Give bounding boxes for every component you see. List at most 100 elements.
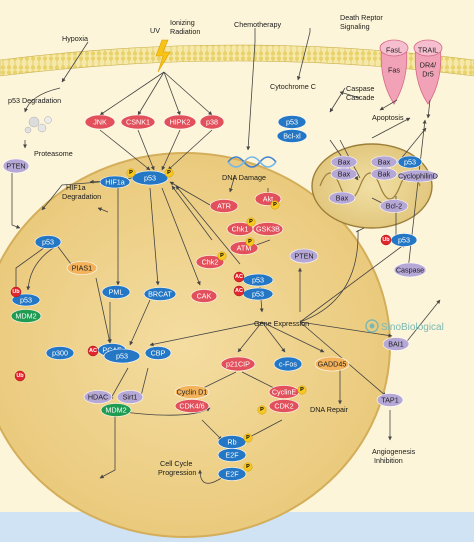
svg-text:AC: AC bbox=[235, 274, 243, 280]
svg-text:P: P bbox=[248, 239, 252, 245]
ionizing-label: Ionizing bbox=[170, 18, 195, 27]
node-label: Caspase bbox=[396, 266, 424, 275]
phospho-marker: P bbox=[126, 168, 136, 178]
node-gsk3b: GSK3B bbox=[252, 222, 284, 236]
node-shape bbox=[34, 235, 62, 249]
node-shape bbox=[277, 115, 307, 129]
phospho-marker: P bbox=[164, 168, 174, 178]
node-hif1a: HIF1a bbox=[99, 175, 131, 189]
svg-text:Ub: Ub bbox=[382, 237, 390, 243]
node-shape bbox=[289, 248, 319, 264]
node-label: p53 bbox=[144, 174, 156, 183]
node-shape bbox=[397, 155, 423, 169]
node-label: CDK4/6 bbox=[179, 402, 204, 411]
uv-label: UV bbox=[150, 26, 160, 35]
node-cbp: CBP bbox=[144, 346, 172, 360]
node-label: Bcl-2 bbox=[386, 202, 402, 211]
angiogenesis-label-2: Inhibition bbox=[374, 456, 403, 465]
node-shape bbox=[397, 169, 439, 183]
dna-repair-label: DNA Repair bbox=[310, 405, 349, 414]
node-label: BRCAT bbox=[148, 290, 172, 299]
node-chk2: Chk2 bbox=[195, 255, 225, 269]
node-label: CBP bbox=[151, 349, 166, 358]
node-p38: p38 bbox=[199, 114, 225, 130]
node-label: p53 bbox=[286, 118, 298, 127]
death-receptor-fas bbox=[379, 39, 409, 105]
node-label: ATM bbox=[237, 244, 252, 253]
node-shape bbox=[174, 385, 210, 399]
node-label: Bax bbox=[338, 170, 351, 179]
node-shape bbox=[195, 255, 225, 269]
node-pml: PML bbox=[101, 285, 131, 299]
ubiquitin-marker: Ub bbox=[10, 286, 22, 298]
node-pten-right: PTEN bbox=[289, 248, 319, 264]
svg-text:P: P bbox=[129, 170, 133, 176]
svg-text:P: P bbox=[300, 387, 304, 393]
node-shape bbox=[100, 403, 132, 417]
node-shape bbox=[382, 337, 410, 351]
node-shape bbox=[393, 262, 427, 278]
node-p53-center: p53 bbox=[103, 348, 141, 364]
node-bak: Bak bbox=[370, 167, 398, 181]
node-shape bbox=[84, 114, 116, 130]
node-bcl2: Bcl-2 bbox=[379, 199, 409, 213]
node-e2f-2: E2F bbox=[217, 467, 247, 481]
node-p300: p300 bbox=[45, 346, 75, 360]
node-label: GSK3B bbox=[256, 225, 280, 234]
node-label: CyclinE bbox=[272, 388, 297, 397]
node-label: Cyclin D1 bbox=[177, 388, 208, 397]
node-mdm2-left: MDM2 bbox=[10, 309, 42, 323]
node-shape bbox=[144, 346, 172, 360]
node-bax2: Bax bbox=[330, 167, 358, 181]
node-label: p21CIP bbox=[226, 360, 250, 369]
node-p53-ub: p53 bbox=[11, 293, 41, 307]
node-hdac: HDAC bbox=[83, 390, 113, 404]
node-shape bbox=[116, 390, 144, 404]
node-shape bbox=[120, 114, 156, 130]
node-label: HIF1a bbox=[105, 178, 125, 187]
lightning-icon bbox=[155, 39, 171, 73]
node-label: BAI1 bbox=[388, 340, 404, 349]
node-shape bbox=[163, 114, 197, 130]
gene-expression-label: Gene Expression bbox=[254, 319, 309, 328]
cell-cycle-label-2: Progression bbox=[158, 468, 196, 477]
node-label: Bcl-xl bbox=[283, 132, 301, 141]
svg-text:Ub: Ub bbox=[16, 373, 24, 379]
node-label: Dr5 bbox=[422, 70, 434, 79]
node-shape bbox=[370, 167, 398, 181]
node-shape bbox=[99, 175, 131, 189]
node-cyclin-d1: Cyclin D1 bbox=[174, 385, 210, 399]
node-shape bbox=[314, 356, 350, 372]
node-p53-main: p53 bbox=[131, 170, 169, 186]
node-cdk46: CDK4/6 bbox=[174, 399, 210, 413]
hif1a-degradation-label-2: Degradation bbox=[62, 192, 101, 201]
node-cak: CAK bbox=[190, 289, 218, 303]
hif1a-degradation-label-1: HIF1a bbox=[66, 183, 86, 192]
svg-text:AC: AC bbox=[235, 288, 243, 294]
node-label: Sirt1 bbox=[123, 393, 138, 402]
node-label: p300 bbox=[52, 349, 68, 358]
node-dr5: Dr5 bbox=[422, 70, 434, 79]
node-shape bbox=[217, 467, 247, 481]
node-shape bbox=[45, 346, 75, 360]
node-pias1: PIAS1 bbox=[66, 261, 98, 275]
angiogenesis-label-1: Angiogenesis bbox=[372, 447, 416, 456]
svg-text:P: P bbox=[273, 202, 277, 208]
node-shape bbox=[276, 129, 308, 143]
node-label: TRAIL bbox=[418, 46, 438, 55]
node-label: E2F bbox=[225, 470, 239, 479]
svg-text:P: P bbox=[249, 219, 253, 225]
dna-damage-label: DNA Damage bbox=[222, 173, 266, 182]
node-label: HDAC bbox=[88, 393, 108, 402]
node-label: p53 bbox=[252, 276, 264, 285]
node-shape bbox=[217, 448, 247, 462]
death-receptor-label-1: Death Reptor bbox=[340, 13, 383, 22]
svg-text:P: P bbox=[246, 464, 250, 470]
node-label: JNK bbox=[93, 118, 107, 127]
node-hipk2: HIPK2 bbox=[163, 114, 197, 130]
svg-text:AC: AC bbox=[89, 348, 97, 354]
node-label: p53 bbox=[42, 238, 54, 247]
phospho-marker: P bbox=[257, 405, 267, 415]
svg-text:P: P bbox=[246, 435, 250, 441]
